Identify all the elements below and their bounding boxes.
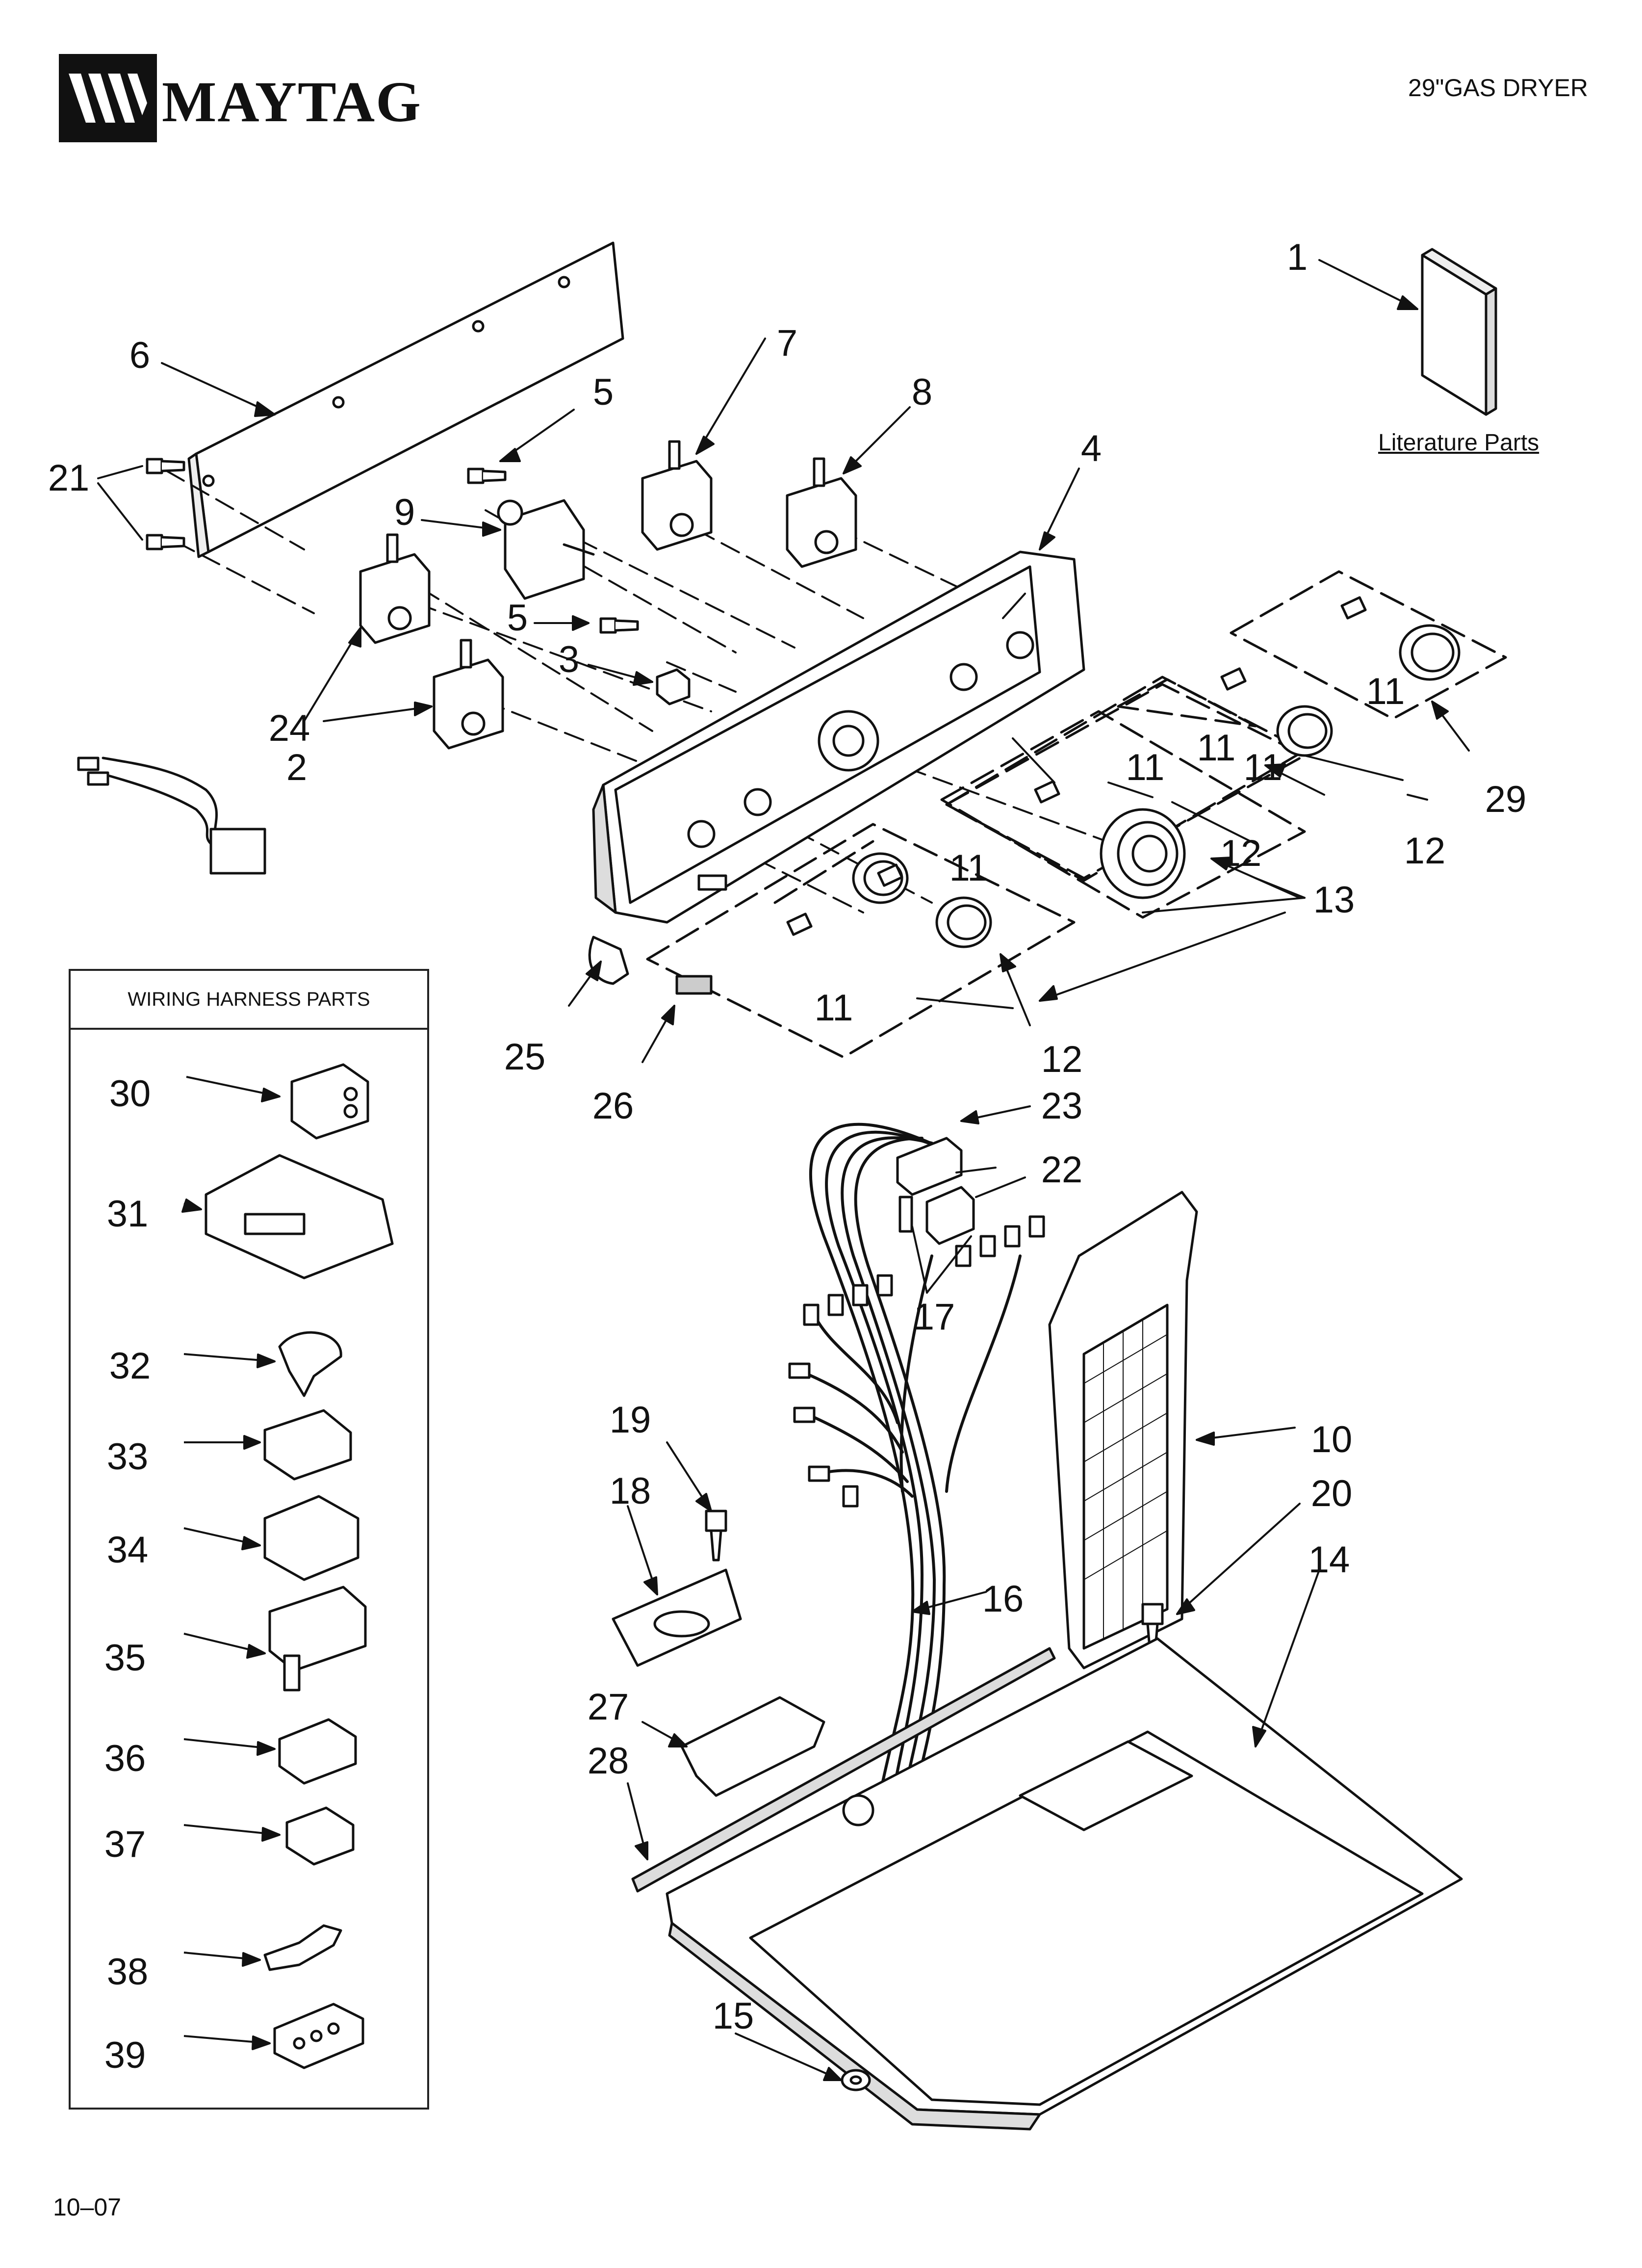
connector-36-icon bbox=[278, 1718, 357, 1785]
callout-3: 3 bbox=[558, 639, 580, 680]
callout-29: 29 bbox=[1485, 779, 1527, 820]
brand-name: MAYTAG bbox=[162, 70, 422, 134]
callout-12a: 12 bbox=[1404, 830, 1446, 872]
callout-11b: 11 bbox=[1243, 747, 1283, 788]
callout-27: 27 bbox=[587, 1686, 629, 1728]
callout-26: 26 bbox=[592, 1085, 634, 1127]
literature-booklet bbox=[1421, 248, 1497, 416]
leader-lines bbox=[97, 259, 1470, 2081]
callout-4: 4 bbox=[1080, 428, 1102, 469]
callout-12c: 12 bbox=[1220, 833, 1262, 874]
wiring-connectors bbox=[181, 1063, 394, 2069]
assembly-lines bbox=[166, 470, 1114, 913]
callout-16: 16 bbox=[982, 1578, 1024, 1620]
maytag-logo-mark-icon bbox=[59, 54, 157, 142]
callout-25: 25 bbox=[504, 1036, 546, 1078]
callout-22: 22 bbox=[1041, 1149, 1083, 1191]
push-button bbox=[656, 668, 691, 705]
callout-39: 39 bbox=[104, 2034, 146, 2076]
callout-1: 1 bbox=[1286, 236, 1308, 278]
callout-12b: 12 bbox=[1041, 1039, 1083, 1080]
connector-39-icon bbox=[273, 2003, 364, 2069]
brackets-18-27 bbox=[612, 1568, 825, 1797]
maytag-logo: MAYTAG bbox=[59, 54, 421, 147]
top-panel bbox=[666, 1637, 1463, 2131]
callout-11a: 11 bbox=[1366, 671, 1405, 712]
callout-35: 35 bbox=[104, 1637, 146, 1679]
callout-30: 30 bbox=[109, 1073, 151, 1115]
callout-15: 15 bbox=[712, 1995, 754, 2037]
callout-5b: 5 bbox=[507, 597, 528, 639]
label-plate bbox=[675, 975, 713, 995]
callout-5a: 5 bbox=[592, 371, 614, 413]
connector-33-icon bbox=[263, 1409, 352, 1481]
knob-clips bbox=[786, 596, 1367, 936]
connector-37-icon bbox=[285, 1806, 355, 1866]
selector-switches bbox=[359, 440, 857, 750]
callout-11f: 11 bbox=[1197, 727, 1236, 769]
callout-33: 33 bbox=[106, 1436, 149, 1478]
callout-14: 14 bbox=[1308, 1539, 1350, 1581]
small-harness bbox=[77, 756, 266, 875]
callout-17: 17 bbox=[913, 1296, 955, 1338]
callout-11d: 11 bbox=[949, 847, 988, 889]
callout-28: 28 bbox=[587, 1740, 629, 1782]
callout-9: 9 bbox=[394, 492, 415, 533]
document-title: 29"GAS DRYER bbox=[1408, 74, 1588, 102]
callout-8: 8 bbox=[911, 371, 933, 413]
callout-37: 37 bbox=[104, 1824, 146, 1865]
gasket-strip bbox=[631, 1647, 1056, 1893]
callout-13: 13 bbox=[1313, 879, 1355, 921]
rear-bracket bbox=[187, 241, 624, 558]
callout-23: 23 bbox=[1041, 1085, 1083, 1127]
callout-2: 2 bbox=[286, 747, 308, 788]
callout-18: 18 bbox=[609, 1470, 651, 1512]
screws bbox=[146, 458, 639, 634]
timer bbox=[497, 499, 595, 600]
connector-30-icon bbox=[290, 1063, 369, 1140]
connector-32-icon bbox=[278, 1331, 342, 1397]
lint-filter bbox=[1048, 1191, 1198, 1669]
callout-36: 36 bbox=[104, 1738, 146, 1779]
callout-31: 31 bbox=[106, 1193, 149, 1235]
callout-20: 20 bbox=[1310, 1473, 1353, 1514]
callout-7: 7 bbox=[776, 322, 798, 364]
callout-21: 21 bbox=[48, 457, 90, 499]
callout-19: 19 bbox=[609, 1399, 651, 1441]
literature-parts-label: Literature Parts bbox=[1378, 430, 1539, 456]
washer bbox=[841, 2069, 871, 2091]
harness-terminals bbox=[788, 1215, 1045, 1508]
console-panel bbox=[592, 550, 1085, 924]
revision-code: 10–07 bbox=[53, 2193, 122, 2221]
callout-10: 10 bbox=[1310, 1419, 1353, 1460]
connector-31-icon bbox=[205, 1154, 394, 1279]
callout-11c: 11 bbox=[1126, 747, 1165, 788]
callout-24: 24 bbox=[268, 707, 310, 749]
connector-35-icon bbox=[268, 1586, 367, 1692]
harness-bracket bbox=[896, 1137, 975, 1245]
callout-34: 34 bbox=[106, 1529, 149, 1571]
callout-32: 32 bbox=[109, 1345, 151, 1387]
callout-6: 6 bbox=[129, 335, 151, 376]
connector-38-icon bbox=[263, 1924, 342, 1971]
wiring-harness-parts-title: WIRING HARNESS PARTS bbox=[71, 971, 427, 1030]
callout-38: 38 bbox=[106, 1951, 149, 1993]
callout-11e: 11 bbox=[814, 987, 853, 1029]
connector-34-icon bbox=[263, 1495, 359, 1581]
wiring-harness-parts-box: WIRING HARNESS PARTS bbox=[69, 969, 429, 2110]
